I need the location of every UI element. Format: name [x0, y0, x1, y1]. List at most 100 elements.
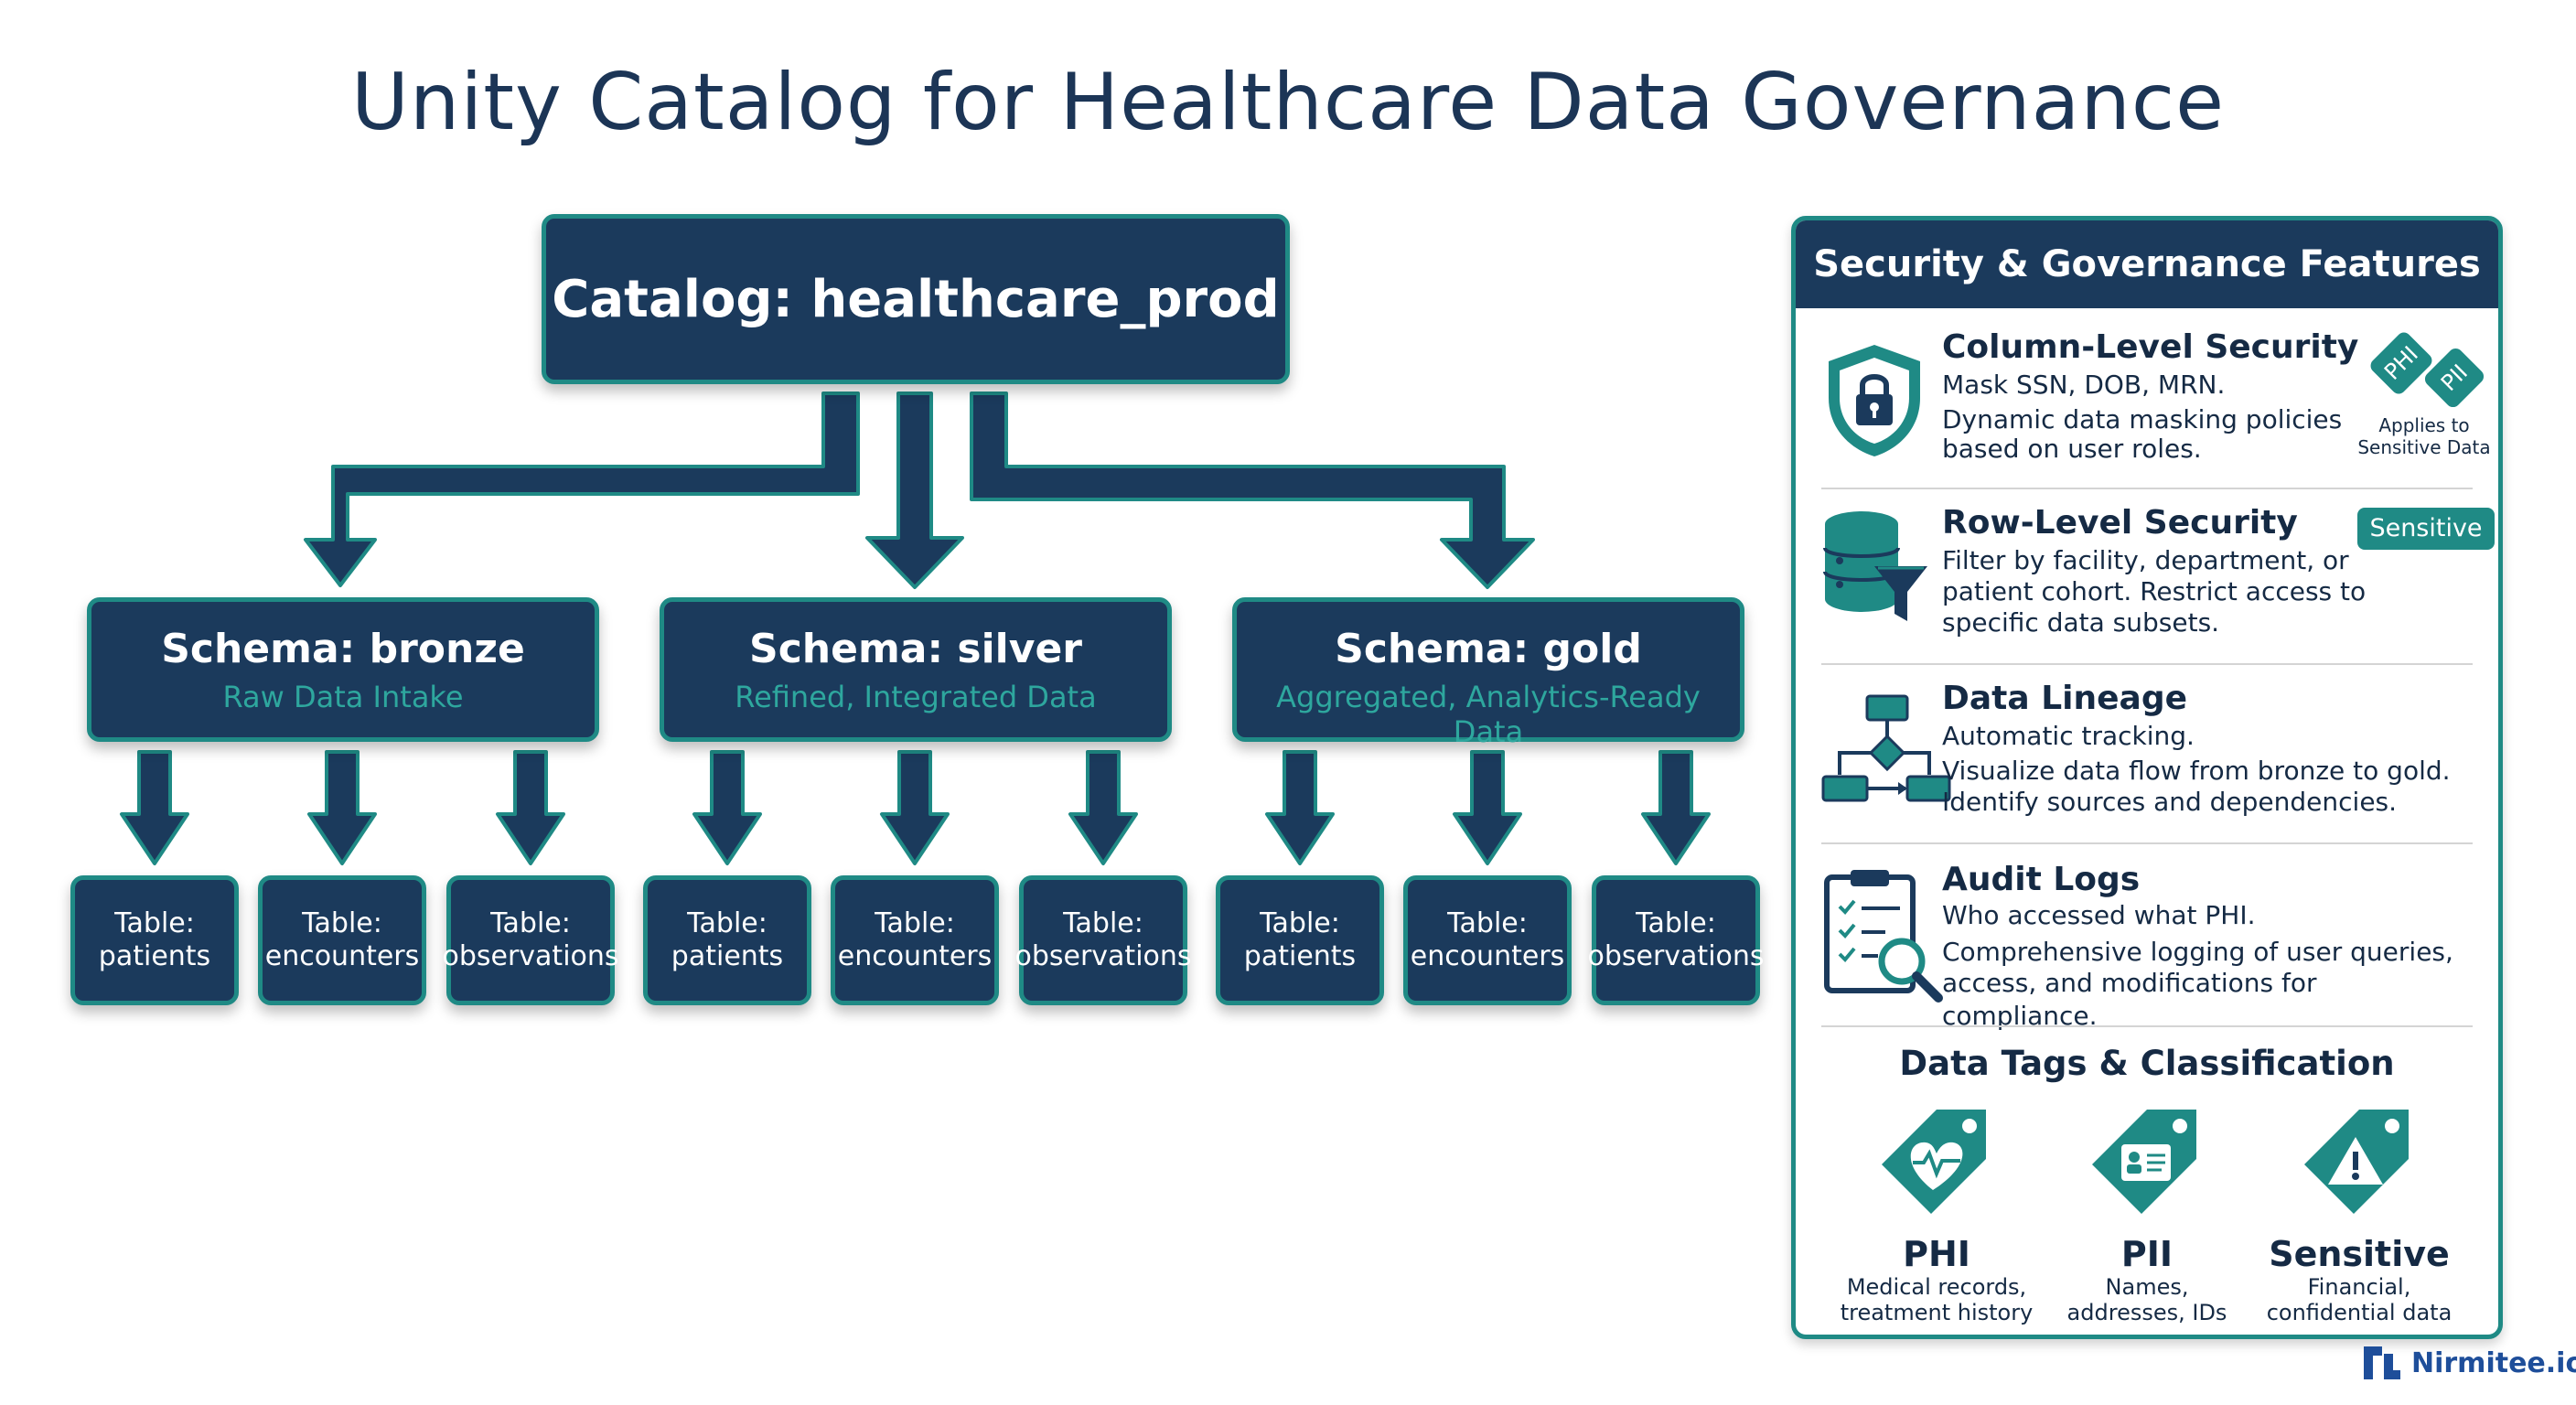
pii-badge: PII [2421, 345, 2487, 411]
feature-title: Row-Level Security [1942, 504, 2298, 542]
table-name: observations [1587, 940, 1765, 972]
table-name: observations [442, 940, 619, 972]
clipboard-search-icon [1824, 870, 1943, 1003]
table-label: Table: [687, 907, 767, 939]
arrow-catalog-silver [865, 391, 964, 589]
table-gold-patients: Table:patients [1216, 875, 1384, 1005]
feature-title: Data Lineage [1942, 680, 2188, 717]
feature-line: Mask SSN, DOB, MRN. [1942, 370, 2226, 400]
schema-name: Schema: bronze [161, 626, 525, 672]
table-name: observations [1014, 940, 1192, 972]
shield-lock-icon [1829, 345, 1920, 456]
table-silver-observations: Table:observations [1014, 875, 1192, 1005]
arrow-schema-table [1641, 750, 1711, 865]
table-label: Table: [302, 907, 382, 939]
feature-title: Column-Level Security [1942, 328, 2359, 366]
table-bronze-encounters: Table:encounters [258, 875, 426, 1005]
arrow-catalog-gold [970, 391, 1535, 589]
tag-name: Sensitive [2269, 1234, 2450, 1274]
tag-desc: Medical records, [1846, 1274, 2027, 1300]
tags-title: Data Tags & Classification [1899, 1044, 2395, 1083]
arrow-schema-table [307, 750, 377, 865]
arrow-schema-table [692, 750, 762, 865]
tag-pii: PII Names, addresses, IDs [2046, 1104, 2248, 1325]
tag-desc: Names, [2105, 1274, 2189, 1300]
tag-name: PII [2120, 1234, 2174, 1274]
feature-audit-logs: Audit Logs Who accessed what PHI. Compre… [1821, 861, 2473, 1031]
table-name: encounters [264, 940, 420, 972]
schema-name: Schema: gold [1335, 626, 1642, 672]
schema-bronze: Schema: bronze Raw Data Intake [87, 597, 599, 742]
feature-line: Comprehensive logging of user queries, [1942, 937, 2453, 967]
badge-note: Sensitive Data [2357, 436, 2491, 458]
schema-gold: Schema: gold Aggregated, Analytics-Ready… [1232, 597, 1744, 749]
divider [1821, 1025, 2473, 1027]
id-card-tag-icon [2092, 1110, 2196, 1214]
table-name: patients [1243, 940, 1357, 972]
table-silver-patients: Table:patients [643, 875, 811, 1005]
arrow-schema-table [1068, 750, 1138, 865]
arrow-schema-table [120, 750, 189, 865]
table-bronze-patients: Table:patients [70, 875, 239, 1005]
schema-name: Schema: silver [749, 626, 1082, 672]
feature-line: Automatic tracking. [1942, 721, 2195, 751]
table-label: Table: [490, 907, 571, 939]
catalog-node: Catalog: healthcare_prod [542, 214, 1290, 384]
feature-line: Filter by facility, department, or [1942, 545, 2349, 575]
database-filter-icon [1823, 511, 1927, 621]
schema-silver: Schema: silver Refined, Integrated Data [660, 597, 1172, 742]
arrow-schema-table [880, 750, 950, 865]
warning-tag-icon [2304, 1110, 2409, 1214]
feature-row-level-security: Row-Level Security Filter by facility, d… [1821, 504, 2495, 660]
table-name: encounters [1410, 940, 1565, 972]
table-label: Table: [1636, 907, 1716, 939]
feature-data-lineage: Data Lineage Automatic tracking. Visuali… [1821, 680, 2473, 835]
tag-desc: treatment history [1840, 1300, 2034, 1325]
divider [1821, 488, 2473, 489]
feature-column-level-security: Column-Level Security Mask SSN, DOB, MRN… [1821, 328, 2491, 484]
tag-desc: confidential data [2266, 1300, 2453, 1325]
security-governance-panel: Security & Governance Features Column-Le… [1791, 216, 2503, 1339]
arrow-schema-table [1265, 750, 1335, 865]
feature-line: Identify sources and dependencies. [1942, 787, 2398, 817]
table-name: patients [671, 940, 784, 972]
table-label: Table: [1063, 907, 1143, 939]
feature-line: Dynamic data masking policies [1942, 404, 2343, 434]
feature-line: patient cohort. Restrict access to [1942, 576, 2367, 606]
feature-line: based on user roles. [1942, 434, 2202, 464]
sensitive-badge: Sensitive [2357, 508, 2495, 550]
arrow-schema-table [496, 750, 565, 865]
table-name: patients [98, 940, 211, 972]
feature-line: Who accessed what PHI. [1942, 900, 2256, 930]
tag-phi: PHI Medical records, treatment history [1836, 1104, 2037, 1325]
table-bronze-observations: Table:observations [442, 875, 619, 1005]
badge-note: Applies to [2378, 414, 2470, 436]
phi-badge: PHI [2367, 329, 2435, 397]
divider [1821, 663, 2473, 665]
flowchart-icon [1821, 694, 1951, 802]
table-silver-encounters: Table:encounters [831, 875, 999, 1005]
brand-name: Nirmitee.io [2411, 1346, 2576, 1379]
arrow-catalog-bronze [304, 391, 860, 587]
brand-logo: Nirmitee.io [2362, 1345, 2576, 1381]
heart-tag-icon [1882, 1110, 1986, 1214]
tag-name: PHI [1903, 1234, 1970, 1274]
arrow-schema-table [1453, 750, 1522, 865]
feature-title: Audit Logs [1942, 861, 2141, 898]
schema-subtitle: Aggregated, Analytics-Ready Data [1276, 680, 1701, 749]
tag-desc: addresses, IDs [2066, 1300, 2227, 1325]
feature-line: Visualize data flow from bronze to gold. [1942, 756, 2451, 786]
brand-mark-icon [2364, 1346, 2400, 1379]
divider [1821, 842, 2473, 844]
tag-sensitive: Sensitive Financial, confidential data [2259, 1104, 2460, 1325]
table-label: Table: [1447, 907, 1528, 939]
schema-subtitle: Raw Data Intake [222, 680, 464, 714]
tag-desc: Financial, [2307, 1274, 2411, 1300]
table-label: Table: [875, 907, 955, 939]
table-label: Table: [1260, 907, 1340, 939]
feature-line: access, and modifications for compliance… [1942, 968, 2317, 1031]
table-name: encounters [837, 940, 993, 972]
schema-subtitle: Refined, Integrated Data [735, 680, 1097, 714]
table-gold-observations: Table:observations [1587, 875, 1765, 1005]
